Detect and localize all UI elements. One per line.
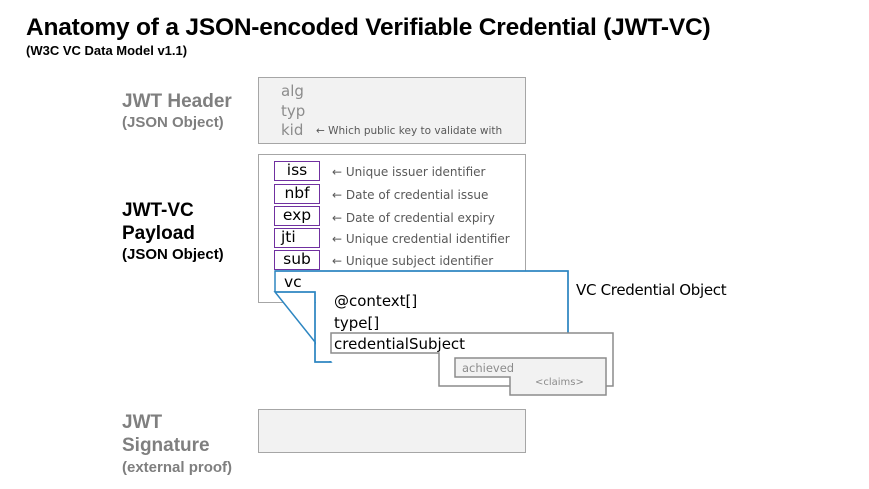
- payload-label-line1: JWT-VC: [122, 200, 194, 221]
- header-field-typ: typ: [281, 102, 306, 120]
- vc-key-fill: [276, 272, 317, 291]
- jwt-header-box: [258, 77, 526, 144]
- vc-object-label: VC Credential Object: [576, 281, 727, 299]
- header-field-alg: alg: [281, 82, 304, 100]
- jwt-signature-box: [258, 409, 526, 453]
- vc-key: vc: [284, 273, 302, 291]
- vc-object-border: [274, 270, 569, 363]
- claim-sub-note: ← Unique subject identifier: [332, 254, 494, 268]
- diagram-title: Anatomy of a JSON-encoded Verifiable Cre…: [26, 14, 711, 41]
- payload-label-line2: Payload: [122, 223, 195, 244]
- payload-sublabel: (JSON Object): [122, 246, 224, 263]
- achieved-label: achieved: [462, 361, 515, 375]
- jwt-header-sublabel: (JSON Object): [122, 114, 224, 131]
- jwt-header-label: JWT Header: [122, 91, 232, 112]
- claim-exp: exp: [274, 206, 320, 226]
- vc-field-type: type[]: [334, 314, 380, 332]
- kid-note: ← Which public key to validate with: [316, 125, 503, 137]
- claim-jti-note: ← Unique credential identifier: [332, 232, 510, 246]
- vc-field-context: @context[]: [334, 292, 418, 310]
- signature-sublabel: (external proof): [122, 459, 233, 476]
- claim-sub: sub: [274, 250, 320, 270]
- claim-iss: iss: [274, 161, 320, 181]
- claim-iss-note: ← Unique issuer identifier: [332, 165, 486, 179]
- claim-jti: jti: [274, 228, 320, 248]
- claim-nbf-note: ← Date of credential issue: [332, 188, 489, 202]
- header-field-kid: kid: [281, 121, 304, 139]
- claims-placeholder: <claims>: [535, 377, 584, 388]
- achieved-outline: [454, 357, 607, 396]
- claim-nbf: nbf: [274, 184, 320, 204]
- signature-label-line2: Signature: [122, 435, 210, 456]
- claim-exp-note: ← Date of credential expiry: [332, 211, 495, 225]
- diagram-subtitle: (W3C VC Data Model v1.1): [26, 43, 188, 58]
- signature-label-line1: JWT: [122, 412, 163, 433]
- vc-field-credential-subject: credentialSubject: [334, 335, 466, 353]
